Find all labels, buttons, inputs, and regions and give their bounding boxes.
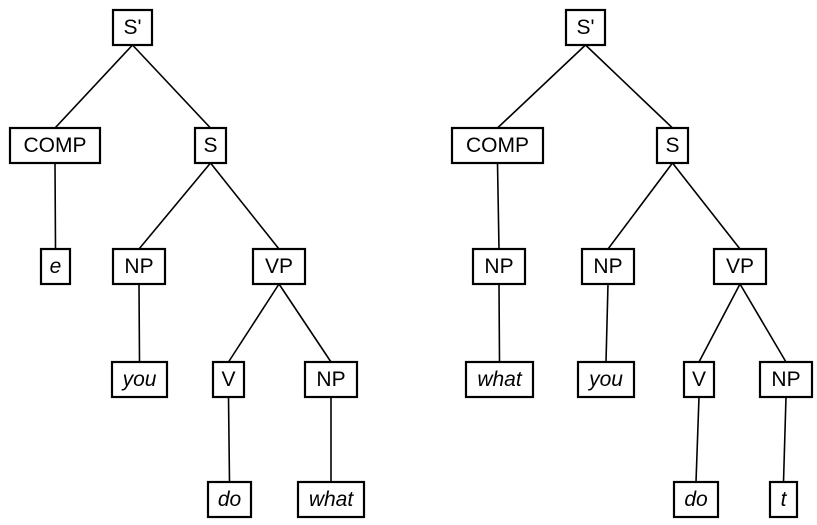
tree-node-L-what[interactable]: what xyxy=(296,480,366,519)
tree-edge-R-NP0-to-R-what xyxy=(498,283,501,363)
node-box-L-COMP xyxy=(8,126,102,165)
node-box-R-NP1 xyxy=(580,247,636,286)
node-label-R-V: V xyxy=(692,368,706,391)
tree-edge-L-Sbar-to-L-COMP xyxy=(54,44,134,129)
tree-node-L-do[interactable]: do xyxy=(206,480,253,519)
node-box-R-V xyxy=(682,360,716,399)
node-box-R-VP xyxy=(712,247,768,286)
tree-node-R-COMP[interactable]: COMP xyxy=(450,126,545,165)
tree-node-L-S[interactable]: S xyxy=(193,126,228,165)
tree-edges-layer xyxy=(54,44,787,483)
node-label-R-VP: VP xyxy=(726,255,754,278)
node-box-R-NP0 xyxy=(471,247,527,286)
tree-node-L-V[interactable]: V xyxy=(211,360,246,399)
node-label-L-VP: VP xyxy=(265,255,293,278)
tree-node-L-VP[interactable]: VP xyxy=(251,247,307,286)
tree-node-R-VP[interactable]: VP xyxy=(712,247,768,286)
node-label-L-Sbar: S' xyxy=(123,16,141,39)
tree-edge-group-left-tree xyxy=(54,44,332,483)
tree-node-group-right-tree: S' COMP S NP NP VP what you V NP do t xyxy=(450,8,814,519)
tree-edge-R-VP-to-R-V xyxy=(698,283,741,363)
node-label-R-NP1: NP xyxy=(593,255,622,278)
node-box-L-NP2 xyxy=(303,360,359,399)
node-label-L-COMP: COMP xyxy=(24,134,87,157)
tree-edge-R-S-to-R-VP xyxy=(671,162,741,250)
node-label-L-NP2: NP xyxy=(316,368,345,391)
tree-edge-R-S-to-R-NP1 xyxy=(607,162,674,250)
node-label-R-Sbar: S' xyxy=(576,16,594,39)
tree-edge-L-S-to-L-VP xyxy=(209,162,280,250)
tree-node-R-V[interactable]: V xyxy=(682,360,716,399)
node-box-L-NP1 xyxy=(111,247,167,286)
node-label-L-you: you xyxy=(121,368,157,391)
node-box-R-COMP xyxy=(450,126,545,165)
tree-edge-L-S-to-L-NP1 xyxy=(138,162,212,250)
tree-edge-R-Sbar-to-R-COMP xyxy=(496,44,587,129)
node-label-R-t: t xyxy=(781,488,788,511)
tree-node-R-NP2[interactable]: NP xyxy=(758,360,814,399)
node-label-R-NP0: NP xyxy=(484,255,513,278)
node-box-R-NP2 xyxy=(758,360,814,399)
node-box-R-what xyxy=(464,360,535,399)
node-box-R-do xyxy=(672,480,720,519)
node-label-L-S: S xyxy=(203,134,217,157)
tree-edge-R-NP1-to-R-you xyxy=(605,283,609,363)
node-box-L-do xyxy=(206,480,253,519)
tree-edge-L-V-to-L-do xyxy=(227,396,231,483)
tree-node-R-Sbar[interactable]: S' xyxy=(564,8,607,47)
node-box-L-e xyxy=(39,247,72,286)
tree-edge-L-Sbar-to-L-S xyxy=(131,44,212,129)
node-label-R-you: you xyxy=(587,368,623,391)
node-label-R-what: what xyxy=(477,368,523,391)
tree-edge-L-VP-to-L-NP2 xyxy=(278,283,332,363)
tree-node-R-do[interactable]: do xyxy=(672,480,720,519)
node-label-L-e: e xyxy=(50,255,62,278)
node-box-L-you xyxy=(110,360,169,399)
node-label-L-do: do xyxy=(218,488,242,511)
tree-edge-R-Sbar-to-R-S xyxy=(584,44,674,129)
node-label-L-NP1: NP xyxy=(124,255,153,278)
node-label-R-do: do xyxy=(684,488,708,511)
tree-node-L-COMP[interactable]: COMP xyxy=(8,126,102,165)
node-label-L-what: what xyxy=(309,488,355,511)
tree-edge-L-VP-to-L-V xyxy=(227,283,280,363)
node-label-R-NP2: NP xyxy=(771,368,800,391)
node-label-R-COMP: COMP xyxy=(466,134,529,157)
node-box-R-Sbar xyxy=(564,8,607,47)
node-box-L-S xyxy=(193,126,228,165)
tree-node-L-Sbar[interactable]: S' xyxy=(111,8,154,47)
tree-node-R-NP0[interactable]: NP xyxy=(471,247,527,286)
tree-node-L-NP1[interactable]: NP xyxy=(111,247,167,286)
tree-edge-L-NP1-to-L-you xyxy=(138,283,141,363)
tree-edge-R-NP2-to-R-t xyxy=(782,396,787,483)
tree-node-R-S[interactable]: S xyxy=(655,126,690,165)
tree-node-L-you[interactable]: you xyxy=(110,360,169,399)
node-box-R-t xyxy=(768,480,799,519)
tree-node-R-you[interactable]: you xyxy=(576,360,636,399)
tree-node-L-e[interactable]: e xyxy=(39,247,72,286)
node-box-L-Sbar xyxy=(111,8,154,47)
tree-edge-L-COMP-to-L-e xyxy=(54,162,57,250)
node-box-L-V xyxy=(211,360,246,399)
tree-node-R-what[interactable]: what xyxy=(464,360,535,399)
node-label-R-S: S xyxy=(665,134,679,157)
tree-edge-R-VP-to-R-NP2 xyxy=(739,283,787,363)
node-box-L-what xyxy=(296,480,366,519)
tree-node-L-NP2[interactable]: NP xyxy=(303,360,359,399)
node-box-R-S xyxy=(655,126,690,165)
tree-node-R-NP1[interactable]: NP xyxy=(580,247,636,286)
node-box-R-you xyxy=(576,360,636,399)
tree-edge-R-V-to-R-do xyxy=(695,396,700,483)
tree-node-R-t[interactable]: t xyxy=(768,480,799,519)
tree-edge-group-right-tree xyxy=(496,44,787,483)
tree-edge-R-COMP-to-R-NP0 xyxy=(496,162,500,250)
node-label-L-V: V xyxy=(221,368,235,391)
node-box-L-VP xyxy=(251,247,307,286)
